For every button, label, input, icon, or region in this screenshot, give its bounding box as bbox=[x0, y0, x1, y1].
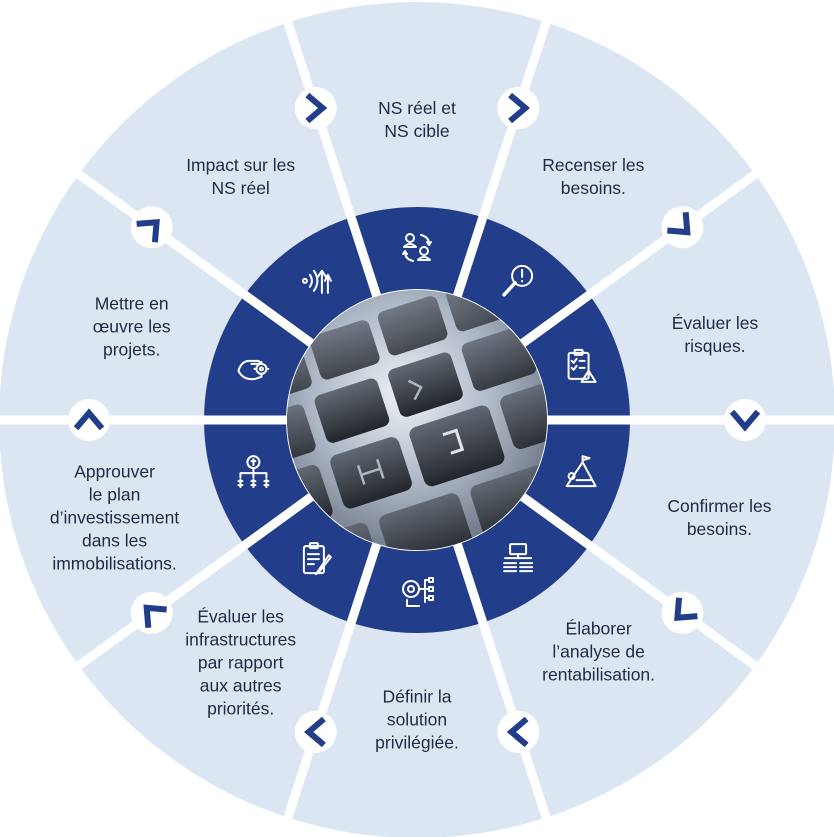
chevron-left-icon bbox=[294, 710, 337, 753]
inner-segment bbox=[351, 544, 483, 633]
segment-divider bbox=[518, 167, 762, 348]
chevron-up-right-icon bbox=[130, 206, 173, 249]
chevron-down-left-icon bbox=[661, 591, 704, 634]
hand-gear-icon bbox=[237, 359, 270, 381]
mountain-flag-icon bbox=[565, 455, 597, 488]
segment-divider bbox=[72, 167, 316, 348]
inner-segment bbox=[244, 217, 377, 344]
people-swap-icon bbox=[402, 233, 432, 262]
center-keyboard-photo bbox=[287, 290, 547, 550]
chevron-up-icon bbox=[68, 399, 110, 441]
segment-divider bbox=[518, 492, 762, 673]
magnifier-alert-icon bbox=[502, 264, 534, 297]
checklist-warning-icon bbox=[567, 348, 597, 383]
target-flowchart-icon bbox=[402, 577, 434, 607]
segment-dividers bbox=[0, 16, 834, 824]
inner-segment bbox=[457, 217, 590, 344]
outer-segment bbox=[287, 2, 547, 218]
chevron-right-icon bbox=[497, 87, 540, 130]
outer-segment bbox=[78, 22, 352, 295]
outer-segment bbox=[482, 545, 756, 818]
chevron-down-icon bbox=[724, 399, 766, 441]
chevron-up-left-icon bbox=[130, 591, 173, 634]
segment-divider bbox=[282, 541, 382, 824]
money-tree-icon bbox=[237, 455, 270, 489]
outer-segment bbox=[482, 22, 756, 295]
signal-arrow-icon bbox=[301, 269, 332, 294]
inner-segment bbox=[457, 496, 590, 623]
outer-segment bbox=[0, 174, 245, 420]
chevron-arrows bbox=[68, 87, 766, 753]
chevron-down-right-icon bbox=[661, 206, 704, 249]
step-icons bbox=[237, 233, 597, 607]
outer-segment bbox=[78, 545, 352, 818]
inner-ring bbox=[204, 207, 630, 633]
outer-segment bbox=[589, 420, 834, 666]
inner-segment bbox=[351, 207, 483, 296]
segment-divider bbox=[452, 541, 552, 824]
chevron-left-icon bbox=[497, 710, 540, 753]
outer-segment bbox=[0, 420, 245, 666]
outer-segment bbox=[589, 174, 834, 420]
segment-divider bbox=[72, 492, 316, 673]
clipboard-pencil-icon bbox=[302, 542, 332, 576]
outer-segment bbox=[287, 622, 547, 837]
chevron-right-icon bbox=[294, 87, 337, 130]
segment-divider bbox=[452, 16, 552, 299]
segment-divider bbox=[282, 16, 382, 299]
server-stack-icon bbox=[503, 543, 534, 573]
